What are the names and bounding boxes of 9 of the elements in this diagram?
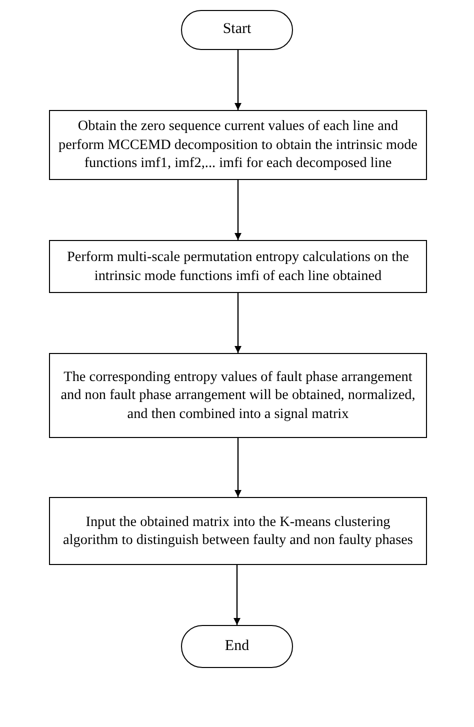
- process-box: Obtain the zero sequence current values of each line and perform MCCEMD decomposition to obtain the intrinsic mode functions imf1, imf2,... imfi for each decomposed line: [49, 110, 427, 180]
- process-box: The corresponding entropy values of fault phase arrangement and non fault phase arrangement will be obtained, normalized, and then combined into a signal matrix: [49, 353, 427, 438]
- arrow: [234, 50, 242, 110]
- arrow: [234, 565, 240, 625]
- arrow: [234, 438, 242, 497]
- process-box: Perform multi-scale permutation entropy calculations on the intrinsic mode functions imfi of each line obtained: [49, 240, 427, 293]
- arrow: [234, 293, 242, 353]
- arrow: [234, 180, 242, 240]
- process-box: Input the obtained matrix into the K-means clustering algorithm to distinguish between faulty and non faulty phases: [49, 497, 427, 565]
